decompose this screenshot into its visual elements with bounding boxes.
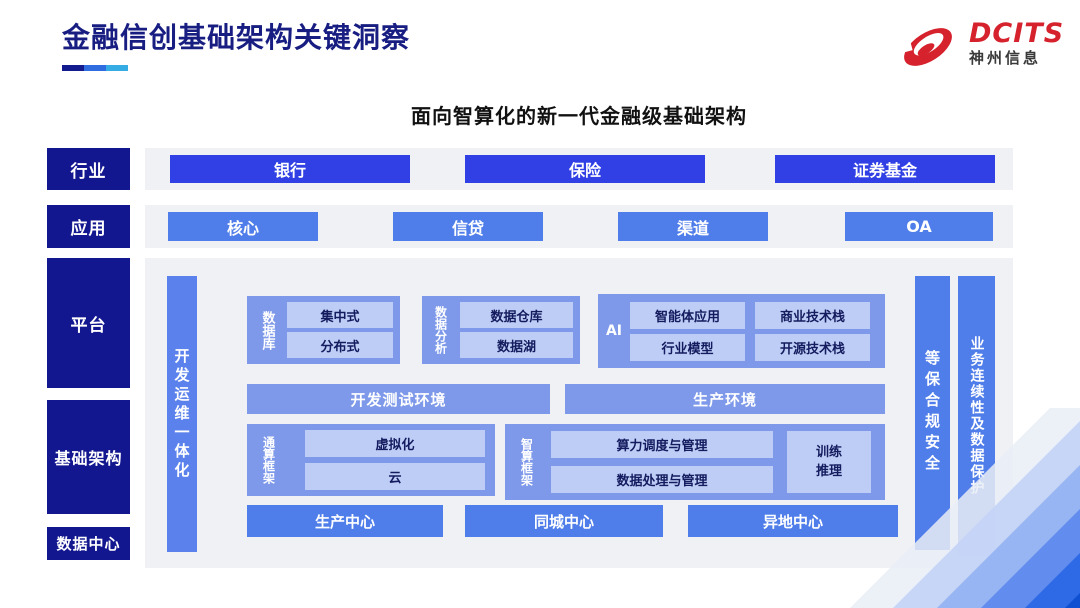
- app-box-channel: 渠道: [618, 212, 768, 241]
- ai-item-opensource-stack: 开源技术栈: [755, 334, 870, 361]
- analytics-group: 数据分析 数据仓库 数据湖: [422, 296, 580, 364]
- devops-vertical-bar: 开发运维一体化: [167, 276, 197, 552]
- diagram-title: 面向智算化的新一代金融级基础架构: [411, 104, 747, 128]
- underline-segment-dark: [62, 65, 84, 71]
- center-box-remote: 异地中心: [688, 505, 898, 537]
- logo-text: DCITS 神州信息: [969, 20, 1064, 66]
- general-compute-label: 通算框架: [261, 436, 276, 484]
- company-logo: DCITS 神州信息: [895, 20, 1064, 74]
- ai-compute-scheduling: 算力调度与管理: [551, 431, 773, 458]
- app-box-credit: 信贷: [393, 212, 543, 241]
- rail-label-infrastructure: 基础架构: [47, 400, 130, 514]
- ai-item-industry-models: 行业模型: [630, 334, 745, 361]
- ai-item-agent-apps: 智能体应用: [630, 302, 745, 329]
- security-compliance-bar: 等保合规安全: [915, 276, 950, 550]
- application-row: 核心 信贷 渠道 OA: [145, 205, 1013, 248]
- logo-brand: DCITS: [969, 18, 1065, 49]
- industry-box-securities: 证券基金: [775, 155, 995, 183]
- app-box-oa: OA: [845, 212, 993, 241]
- database-item-distributed: 分布式: [287, 332, 393, 358]
- general-compute-group: 通算框架 虚拟化 云: [247, 424, 495, 496]
- ai-compute-data-mgmt: 数据处理与管理: [551, 466, 773, 493]
- database-group: 数据库 集中式 分布式: [247, 296, 400, 364]
- center-box-production: 生产中心: [247, 505, 443, 537]
- industry-box-insurance: 保险: [465, 155, 705, 183]
- underline-segment-medium: [84, 65, 106, 71]
- production-env-bar: 生产环境: [565, 384, 885, 414]
- rail-label-application: 应用: [47, 205, 130, 248]
- ai-compute-group: 智算框架 算力调度与管理 数据处理与管理 训练 推理: [505, 424, 885, 500]
- underline-segment-light: [106, 65, 128, 71]
- analytics-item-warehouse: 数据仓库: [460, 302, 573, 328]
- app-box-core: 核心: [168, 212, 318, 241]
- business-continuity-bar: 业务连续性及数据保护: [958, 276, 995, 556]
- industry-box-bank: 银行: [170, 155, 410, 183]
- ai-group: AI 智能体应用 商业技术栈 行业模型 开源技术栈: [598, 294, 885, 368]
- ai-group-label: AI: [605, 323, 623, 339]
- platform-panel: 开发运维一体化 数据库 集中式 分布式 数据分析 数据仓库 数据湖 AI 智能体…: [145, 258, 1013, 568]
- center-box-same-city: 同城中心: [465, 505, 663, 537]
- logo-swirl-icon: [895, 20, 961, 74]
- logo-company: 神州信息: [969, 49, 1042, 67]
- rail-label-industry: 行业: [47, 148, 130, 190]
- rail-label-datacenter: 数据中心: [47, 527, 130, 560]
- analytics-item-lake: 数据湖: [460, 332, 573, 358]
- title-underline: [62, 65, 128, 84]
- ai-item-commercial-stack: 商业技术栈: [755, 302, 870, 329]
- rail-label-platform: 平台: [47, 258, 130, 388]
- page-title: 金融信创基础架构关键洞察: [62, 21, 411, 54]
- dev-test-env-bar: 开发测试环境: [247, 384, 550, 414]
- general-compute-virtualization: 虚拟化: [305, 430, 485, 457]
- analytics-group-label: 数据分析: [433, 306, 448, 354]
- ai-compute-label: 智算框架: [519, 438, 534, 486]
- database-item-centralized: 集中式: [287, 302, 393, 328]
- ai-compute-train-infer-box: 训练 推理: [787, 431, 871, 493]
- industry-row: 银行 保险 证券基金: [145, 148, 1013, 190]
- general-compute-cloud: 云: [305, 463, 485, 490]
- database-group-label: 数据库: [259, 310, 275, 350]
